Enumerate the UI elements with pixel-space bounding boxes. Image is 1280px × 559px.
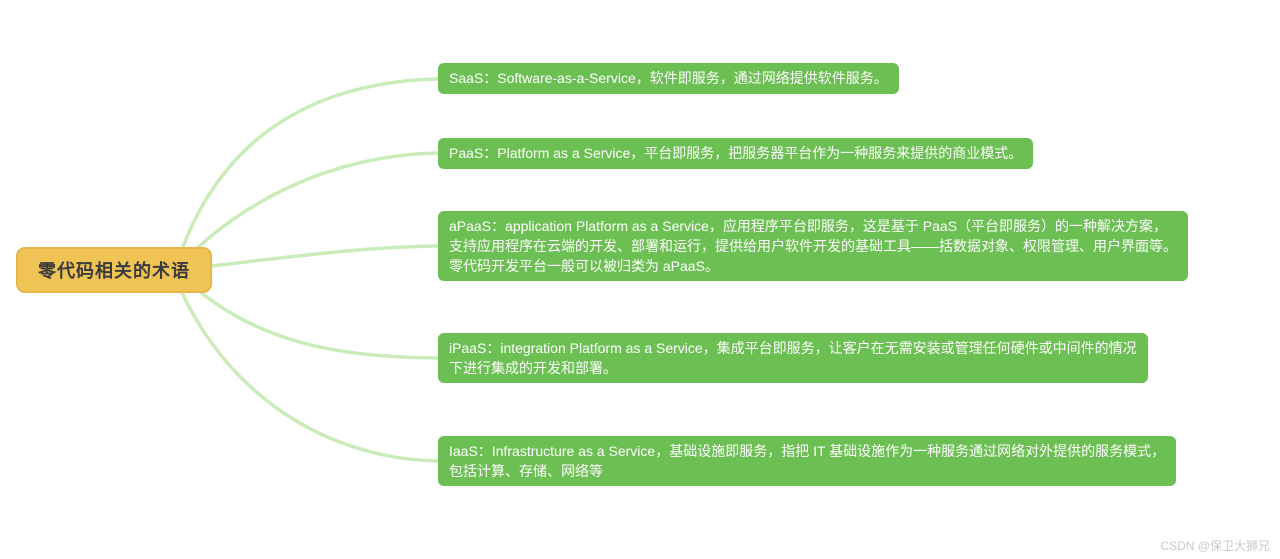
term-apaas-text-line2: 支持应用程序在云端的开发、部署和运行，提供给用户软件开发的基础工具——括数据对象… bbox=[449, 238, 1177, 254]
term-iaas-text-line1: IaaS：Infrastructure as a Service，基础设施即服务… bbox=[449, 443, 1166, 459]
connector-saas bbox=[173, 77, 440, 272]
connector-iaas bbox=[171, 270, 440, 463]
connector-paas bbox=[173, 151, 440, 272]
term-node-ipaas[interactable]: iPaaS：integration Platform as a Service，… bbox=[438, 333, 1148, 383]
term-ipaas-text-line2: 下进行集成的开发和部署。 bbox=[449, 360, 617, 376]
term-paas-text: PaaS：Platform as a Service，平台即服务，把服务器平台作… bbox=[449, 145, 1023, 161]
root-node[interactable]: 零代码相关的术语 bbox=[16, 247, 212, 293]
term-apaas-text-line3: 零代码开发平台一般可以被归类为 aPaaS。 bbox=[449, 258, 719, 274]
term-node-apaas[interactable]: aPaaS：application Platform as a Service，… bbox=[438, 211, 1188, 281]
connector-apaas bbox=[176, 244, 440, 272]
term-saas-text: SaaS：Software-as-a-Service，软件即服务，通过网络提供软… bbox=[449, 70, 888, 86]
term-apaas-text-line1: aPaaS：application Platform as a Service，… bbox=[449, 218, 1168, 234]
term-node-saas[interactable]: SaaS：Software-as-a-Service，软件即服务，通过网络提供软… bbox=[438, 63, 899, 94]
term-node-iaas[interactable]: IaaS：Infrastructure as a Service，基础设施即服务… bbox=[438, 436, 1177, 486]
connector-ipaas bbox=[176, 270, 440, 360]
term-node-paas[interactable]: PaaS：Platform as a Service，平台即服务，把服务器平台作… bbox=[438, 138, 1034, 169]
csdn-watermark: CSDN @保卫大狮兄 bbox=[1160, 539, 1270, 553]
term-iaas-text-line2: 包括计算、存储、网络等 bbox=[449, 463, 603, 479]
root-node-label: 零代码相关的术语 bbox=[38, 261, 190, 281]
term-ipaas-text-line1: iPaaS：integration Platform as a Service，… bbox=[449, 340, 1137, 356]
